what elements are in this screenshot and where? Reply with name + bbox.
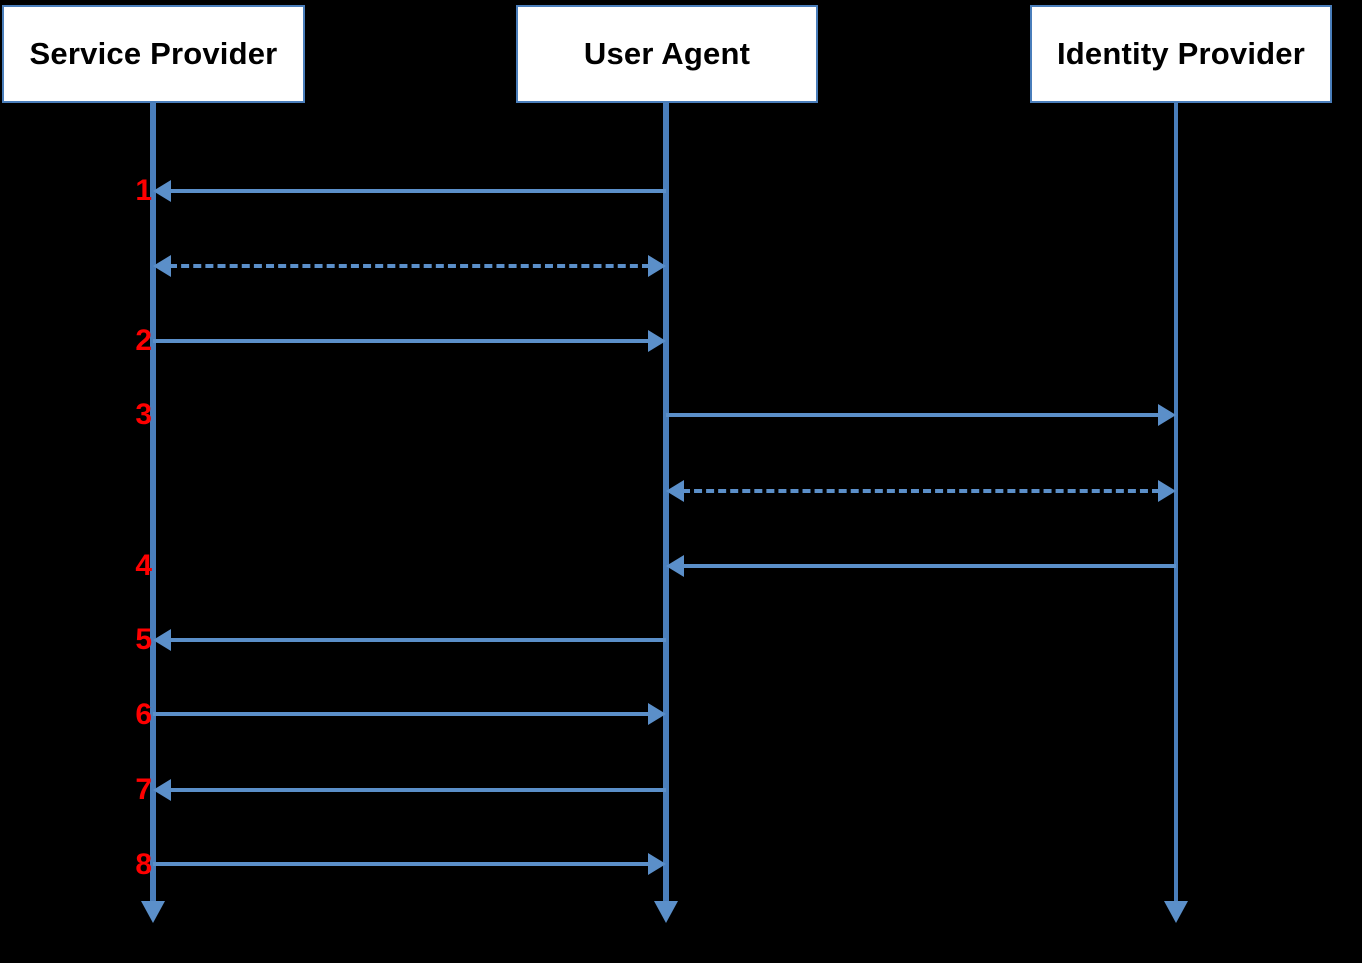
step-number-8: 8 bbox=[135, 848, 152, 881]
participant-label-user-agent: User Agent bbox=[583, 36, 751, 71]
message-6-service-provider-to-user-agent[interactable] bbox=[153, 703, 666, 725]
arrowhead-right-icon bbox=[648, 703, 666, 725]
arrowhead-right-icon bbox=[1158, 404, 1176, 426]
arrowhead-left-icon bbox=[153, 255, 171, 277]
lifeline-end-arrow-user-agent bbox=[654, 901, 678, 923]
message-1-user-agent-to-service-provider[interactable] bbox=[153, 180, 666, 202]
lifeline-service-provider bbox=[150, 103, 156, 903]
message-line-dashed bbox=[682, 489, 1160, 493]
step-number-2: 2 bbox=[135, 324, 152, 357]
participant-box-service-provider[interactable]: Service Provider bbox=[2, 5, 305, 103]
message-5-user-agent-to-service-provider[interactable] bbox=[153, 629, 666, 651]
message-dashed-service-provider-user-agent[interactable] bbox=[153, 255, 666, 277]
arrowhead-right-icon bbox=[648, 255, 666, 277]
step-number-7: 7 bbox=[135, 773, 152, 806]
message-line bbox=[682, 564, 1176, 568]
step-number-4: 4 bbox=[135, 549, 152, 582]
message-3-user-agent-to-identity-provider[interactable] bbox=[666, 404, 1176, 426]
message-line bbox=[169, 638, 666, 642]
lifeline-user-agent bbox=[663, 103, 669, 903]
lifeline-identity-provider bbox=[1174, 103, 1178, 903]
message-2-service-provider-to-user-agent[interactable] bbox=[153, 330, 666, 352]
lifeline-end-arrow-identity-provider bbox=[1164, 901, 1188, 923]
message-dashed-user-agent-identity-provider[interactable] bbox=[666, 480, 1176, 502]
message-4-identity-provider-to-user-agent[interactable] bbox=[666, 555, 1176, 577]
message-line bbox=[666, 413, 1160, 417]
arrowhead-left-icon bbox=[666, 480, 684, 502]
step-number-3: 3 bbox=[135, 398, 152, 431]
message-line bbox=[169, 788, 666, 792]
step-number-5: 5 bbox=[135, 623, 152, 656]
participant-label-identity-provider: Identity Provider bbox=[1056, 36, 1305, 71]
message-line bbox=[169, 189, 666, 193]
message-line bbox=[153, 712, 650, 716]
message-7-user-agent-to-service-provider[interactable] bbox=[153, 779, 666, 801]
arrowhead-left-icon bbox=[666, 555, 684, 577]
arrowhead-left-icon bbox=[153, 629, 171, 651]
arrowhead-left-icon bbox=[153, 779, 171, 801]
step-number-6: 6 bbox=[135, 698, 152, 731]
participant-box-identity-provider[interactable]: Identity Provider bbox=[1030, 5, 1332, 103]
message-8-service-provider-to-user-agent[interactable] bbox=[153, 853, 666, 875]
message-line bbox=[153, 862, 650, 866]
arrowhead-right-icon bbox=[648, 330, 666, 352]
message-line-dashed bbox=[169, 264, 650, 268]
message-line bbox=[153, 339, 650, 343]
participant-label-service-provider: Service Provider bbox=[29, 36, 278, 71]
arrowhead-right-icon bbox=[648, 853, 666, 875]
lifeline-end-arrow-service-provider bbox=[141, 901, 165, 923]
arrowhead-right-icon bbox=[1158, 480, 1176, 502]
arrowhead-left-icon bbox=[153, 180, 171, 202]
step-number-1: 1 bbox=[135, 174, 152, 207]
participant-box-user-agent[interactable]: User Agent bbox=[516, 5, 818, 103]
